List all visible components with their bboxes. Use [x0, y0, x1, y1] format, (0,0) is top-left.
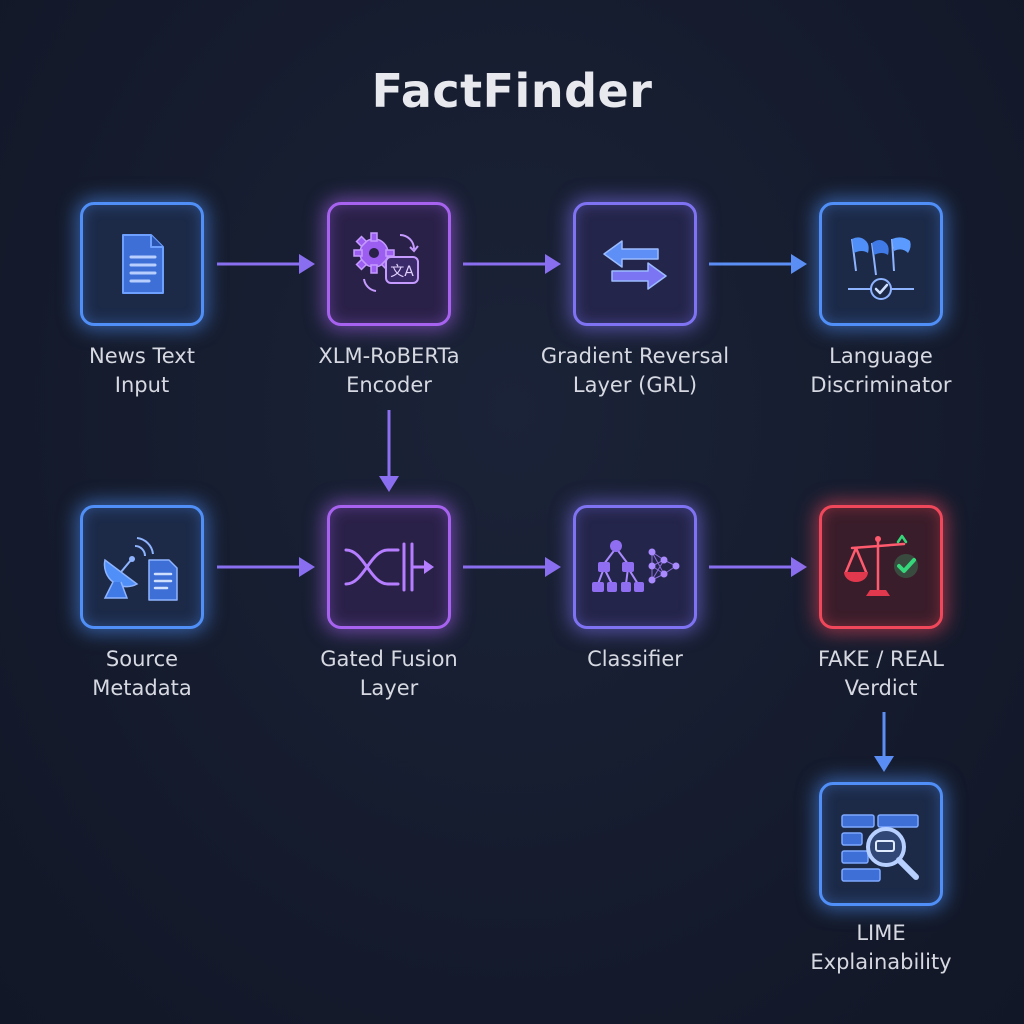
arrow-encoder-to-grl [463, 254, 561, 274]
satellite-document-icon [103, 537, 178, 601]
gear-translate-icon: 文A [353, 232, 419, 292]
arrow-news-to-encoder [217, 254, 315, 274]
node-news-text-input [80, 202, 204, 326]
arrow-encoder-to-fusion [379, 410, 399, 492]
flags-check-icon [848, 237, 914, 300]
diagram-title: FactFinder [371, 64, 653, 118]
svg-text:文A: 文A [390, 264, 414, 280]
label-xlm-roberta-encoder: XLM-RoBERTa Encoder [318, 344, 460, 397]
node-verdict [819, 505, 943, 629]
node-xlm-roberta-encoder: 文A [327, 202, 451, 326]
label-gradient-reversal-layer: Gradient Reversal Layer (GRL) [540, 344, 730, 397]
swap-arrows-icon [603, 240, 667, 290]
node-gradient-reversal-layer [573, 202, 697, 326]
document-icon [122, 234, 164, 294]
label-verdict: FAKE / REAL Verdict [818, 647, 944, 700]
label-lime-explainability: LIME Explainability [810, 921, 952, 974]
label-news-text-input: News Text Input [89, 344, 195, 397]
fusion-gate-icon [344, 542, 434, 592]
node-classifier [573, 505, 697, 629]
arrow-verdict-to-lime [874, 712, 894, 772]
arrow-metadata-to-fusion [217, 557, 315, 577]
node-gated-fusion-layer [327, 505, 451, 629]
label-source-metadata: Source Metadata [92, 647, 192, 700]
arrow-fusion-to-classifier [463, 557, 561, 577]
label-classifier: Classifier [587, 647, 683, 671]
node-lime-explainability [819, 782, 943, 906]
scales-check-icon [844, 534, 918, 596]
node-source-metadata [80, 505, 204, 629]
arrow-classifier-to-verdict [709, 557, 807, 577]
label-gated-fusion-layer: Gated Fusion Layer [320, 647, 458, 700]
label-language-discriminator: Language Discriminator [810, 344, 952, 397]
arrow-grl-to-discriminator [709, 254, 807, 274]
magnifier-bars-icon [841, 814, 919, 882]
tree-network-icon [592, 540, 680, 592]
node-language-discriminator [819, 202, 943, 326]
